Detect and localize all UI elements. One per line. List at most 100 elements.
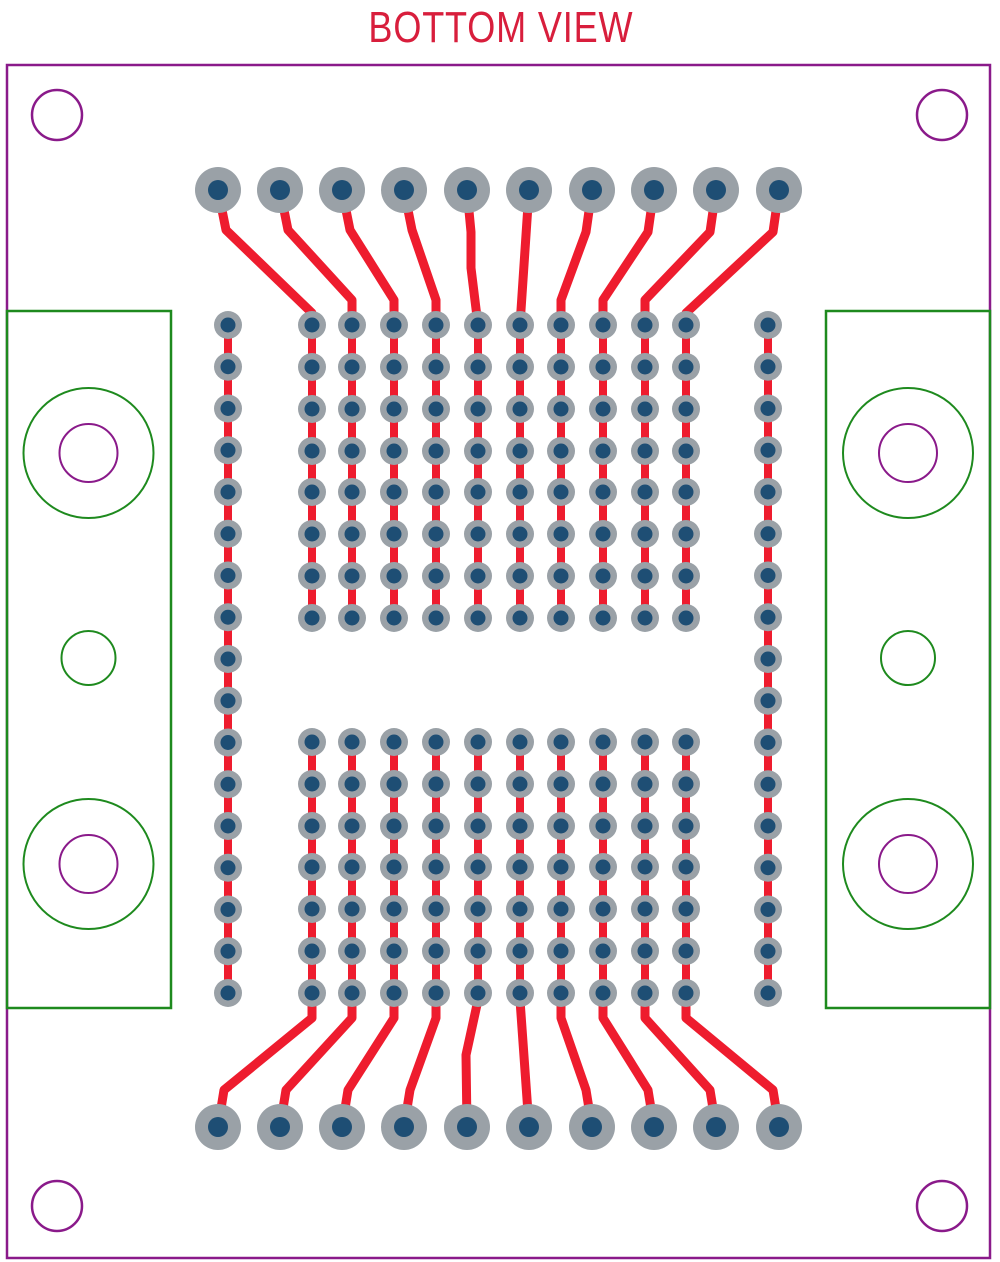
- drill-hole: [428, 359, 444, 375]
- header-pin-bottom-3: [319, 1104, 365, 1150]
- rail-pad-1-6: [214, 519, 242, 548]
- drill-hole: [304, 859, 320, 875]
- grid-pad-top-c9-r3: [631, 395, 659, 423]
- grid-pad-top-c2-r7: [338, 562, 366, 590]
- grid-pad-top-c2-r8: [338, 604, 366, 632]
- rail-pad-1-17: [214, 979, 242, 1007]
- drill-hole: [678, 901, 694, 917]
- mounting-hole-3: [30, 1179, 84, 1233]
- grid-pad-bottom-c9-r6: [631, 937, 659, 965]
- grid-pad-bottom-c9-r7: [631, 979, 659, 1007]
- grid-pad-bottom-c5-r1: [464, 728, 492, 756]
- drill-hole: [270, 1117, 290, 1137]
- drill-hole: [470, 776, 486, 792]
- rail-pad-2-6: [754, 519, 782, 548]
- grid-pad-bottom-c4-r3: [422, 812, 450, 840]
- grid-pad-bottom-c4-r5: [422, 895, 450, 923]
- grid-pad-bottom-c1-r7: [298, 979, 326, 1007]
- rail-pad-2-9: [754, 645, 782, 673]
- drill-hole: [386, 526, 402, 542]
- drill-hole: [637, 401, 653, 417]
- drill-hole: [637, 818, 653, 834]
- grid-pad-top-c5-r7: [464, 562, 492, 590]
- drill-hole: [644, 1117, 664, 1137]
- grid-pad-top-c8-r7: [589, 562, 617, 590]
- drill-hole: [512, 568, 528, 584]
- drill-hole: [428, 610, 444, 626]
- grid-pad-bottom-c9-r5: [631, 895, 659, 923]
- grid-pad-bottom-c8-r7: [589, 979, 617, 1007]
- drill-hole: [678, 568, 694, 584]
- grid-pad-top-c6-r3: [506, 395, 534, 423]
- grid-pad-bottom-c1-r2: [298, 770, 326, 798]
- drill-hole: [344, 359, 360, 375]
- drill-hole: [637, 901, 653, 917]
- grid-pad-top-c1-r3: [298, 395, 326, 423]
- drill-hole: [553, 526, 569, 542]
- drill-hole: [428, 776, 444, 792]
- header-pin-top-4: [381, 167, 427, 213]
- drill-hole: [512, 610, 528, 626]
- grid-pad-top-c6-r7: [506, 562, 534, 590]
- drill-hole: [220, 609, 236, 625]
- drill-hole: [344, 943, 360, 959]
- grid-pad-bottom-c3-r1: [380, 728, 408, 756]
- drill-hole: [470, 859, 486, 875]
- drill-hole: [512, 776, 528, 792]
- drill-hole: [304, 443, 320, 459]
- header-pin-top-10: [756, 167, 802, 213]
- rail-pad-1-10: [214, 686, 242, 715]
- drill-hole: [637, 776, 653, 792]
- drill-hole: [304, 901, 320, 917]
- drill-hole: [220, 693, 236, 709]
- drill-hole: [519, 1117, 539, 1137]
- grid-pad-bottom-c3-r5: [380, 895, 408, 923]
- drill-hole: [220, 442, 236, 458]
- drill-hole: [678, 610, 694, 626]
- drill-hole: [760, 902, 776, 917]
- grid-pad-bottom-c5-r2: [464, 770, 492, 798]
- grid-pad-top-c3-r8: [380, 604, 408, 632]
- grid-pad-bottom-c6-r4: [506, 853, 534, 881]
- drill-hole: [595, 359, 611, 375]
- drill-hole: [386, 443, 402, 459]
- header-pin-top-5: [444, 167, 490, 213]
- board-title: BOTTOM VIEW: [368, 3, 634, 52]
- bracket-right-center-hole: [880, 630, 936, 686]
- rail-pad-1-16: [214, 937, 242, 966]
- drill-hole: [678, 484, 694, 500]
- drill-hole: [304, 818, 320, 834]
- grid-pad-bottom-c8-r1: [589, 728, 617, 756]
- grid-pad-top-c6-r4: [506, 437, 534, 465]
- drill-hole: [304, 734, 320, 750]
- drill-hole: [512, 443, 528, 459]
- drill-hole: [512, 859, 528, 875]
- drill-hole: [470, 317, 486, 333]
- drill-hole: [595, 610, 611, 626]
- grid-pad-bottom-c7-r4: [547, 853, 575, 881]
- drill-hole: [678, 859, 694, 875]
- grid-pad-top-c7-r4: [547, 437, 575, 465]
- drill-hole: [760, 526, 776, 542]
- drill-hole: [344, 776, 360, 792]
- grid-pad-top-c4-r6: [422, 520, 450, 548]
- grid-pad-top-c2-r2: [338, 353, 366, 381]
- drill-hole: [553, 443, 569, 459]
- grid-pad-bottom-c1-r6: [298, 937, 326, 965]
- drill-hole: [553, 985, 569, 1001]
- drill-hole: [512, 526, 528, 542]
- drill-hole: [344, 401, 360, 417]
- grid-pad-bottom-c7-r7: [547, 979, 575, 1007]
- rail-pad-1-14: [214, 853, 242, 882]
- grid-pad-bottom-c4-r1: [422, 728, 450, 756]
- grid-pad-bottom-c3-r4: [380, 853, 408, 881]
- drill-hole: [760, 651, 776, 667]
- grid-pad-top-c3-r5: [380, 478, 408, 506]
- drill-hole: [760, 985, 776, 1001]
- drill-hole: [428, 943, 444, 959]
- grid-pad-top-c3-r2: [380, 353, 408, 381]
- grid-pad-bottom-c7-r6: [547, 937, 575, 965]
- grid-pad-top-c8-r3: [589, 395, 617, 423]
- header-pin-bottom-8: [631, 1104, 677, 1150]
- drill-hole: [553, 484, 569, 500]
